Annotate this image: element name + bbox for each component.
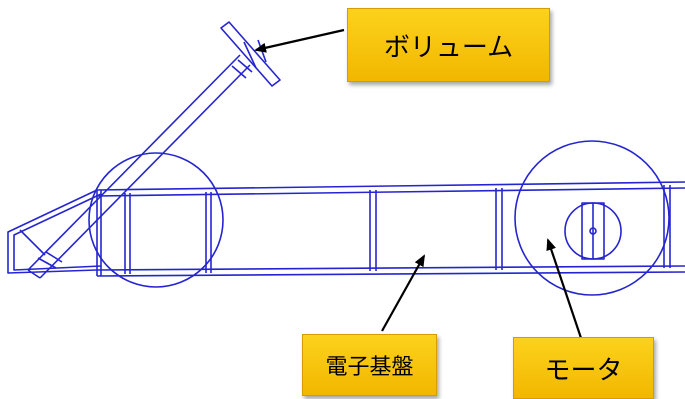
board-label: 電子基盤: [302, 334, 437, 396]
cross-members: [124, 185, 671, 274]
volume-knob: [220, 21, 281, 87]
board-arrow: [381, 254, 425, 332]
motor-label: モータ: [513, 337, 654, 399]
volume-shaft: [27, 54, 253, 279]
motor-assembly: [564, 202, 622, 260]
front-wheel: [514, 140, 670, 296]
volume-label-text: ボリューム: [383, 32, 514, 63]
rear-frame-end: [7, 189, 102, 274]
motor-label-text: モータ: [544, 355, 623, 386]
volume-label: ボリューム: [347, 8, 550, 82]
motor-arrow: [546, 238, 583, 339]
rear-wheel: [88, 152, 224, 288]
chassis-frame: [96, 181, 685, 277]
board-label-text: 電子基盤: [325, 355, 414, 380]
volume-arrow: [254, 28, 345, 53]
